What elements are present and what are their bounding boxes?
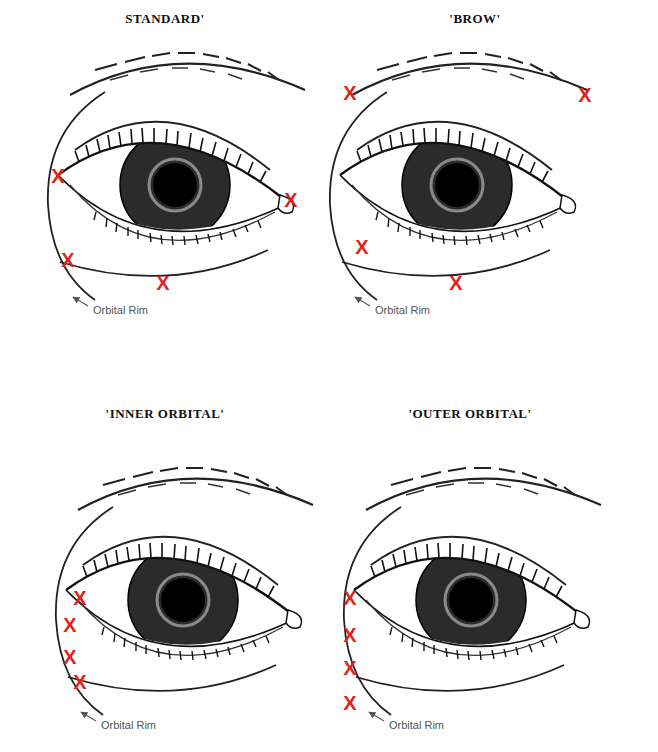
panel-title: 'INNER ORBITAL' — [106, 407, 225, 420]
marker-x: X — [63, 647, 76, 667]
marker-x: X — [61, 250, 74, 270]
marker-x: X — [63, 615, 76, 635]
panel-title: 'OUTER ORBITAL' — [408, 407, 531, 420]
marker-x: X — [343, 588, 356, 608]
eye-brow — [330, 53, 587, 306]
rim-label: Orbital Rim — [92, 305, 149, 316]
marker-x: X — [449, 273, 462, 293]
marker-x: X — [73, 588, 86, 608]
eye-standard — [48, 53, 305, 306]
eye-outer-orbital — [344, 468, 601, 721]
marker-x: X — [343, 658, 356, 678]
rim-label: Orbital Rim — [374, 305, 431, 316]
marker-x: X — [343, 693, 356, 713]
marker-x: X — [355, 237, 368, 257]
panel-title: STANDARD' — [125, 12, 204, 25]
marker-x: X — [284, 190, 297, 210]
marker-x: X — [73, 672, 86, 692]
marker-x: X — [343, 83, 356, 103]
marker-x: X — [156, 273, 169, 293]
marker-x: X — [578, 85, 591, 105]
panel-title: 'BROW' — [449, 12, 500, 25]
marker-x: X — [51, 166, 64, 186]
eye-inner-orbital — [56, 468, 313, 721]
marker-x: X — [343, 625, 356, 645]
rim-label: Orbital Rim — [388, 720, 445, 731]
rim-label: Orbital Rim — [100, 720, 157, 731]
